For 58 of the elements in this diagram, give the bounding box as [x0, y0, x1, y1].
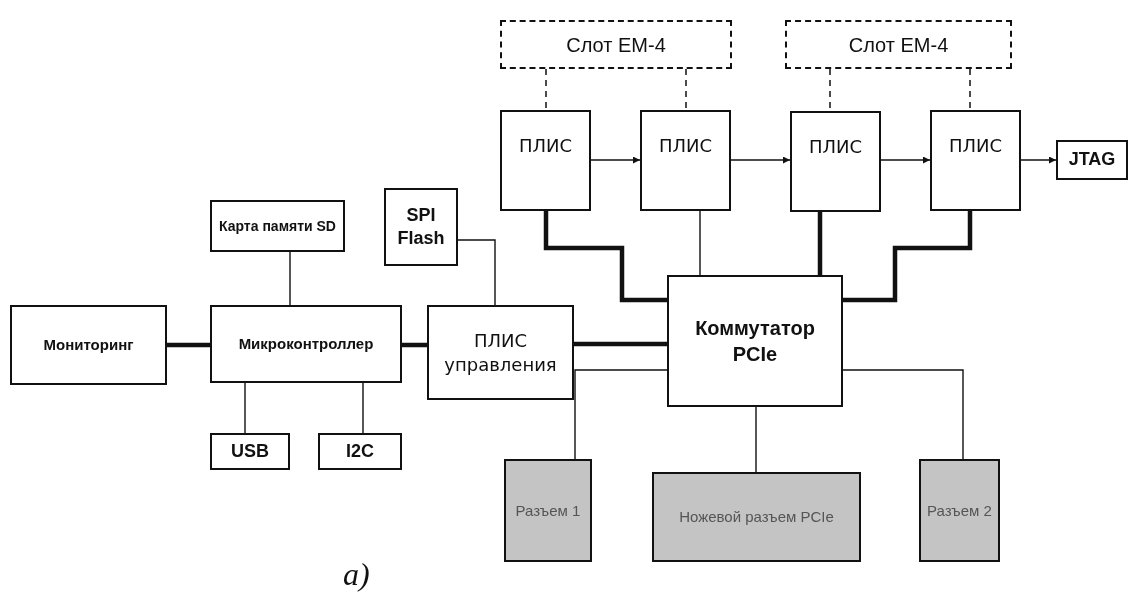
connector-line	[362, 382, 364, 434]
box-label: ПЛИС управления	[443, 329, 558, 376]
box-label: Карта памяти SD	[219, 216, 336, 236]
box-label: Разъем 1	[515, 500, 581, 521]
connector-line	[167, 342, 210, 348]
component-box	[318, 433, 402, 470]
connector-box	[919, 459, 1000, 562]
slot-box	[785, 20, 1012, 69]
connector-line	[402, 342, 427, 348]
connector-line	[755, 406, 757, 473]
box-label: Микроконтроллер	[238, 334, 374, 354]
box-label: Ножевой разъем PCIe	[679, 507, 834, 527]
connector-line	[574, 341, 667, 347]
arrow	[730, 156, 791, 164]
box-label: Слот EM-4	[566, 32, 666, 58]
connector-line	[699, 210, 701, 276]
connector-line	[543, 211, 667, 303]
box-label: JTAG	[1068, 148, 1116, 172]
fpga-box	[500, 110, 591, 211]
box-label: USB	[231, 439, 269, 463]
connector-line	[289, 251, 291, 306]
box-label: I2C	[346, 439, 374, 463]
connector-box	[652, 472, 861, 562]
arrow	[880, 156, 931, 164]
dashed-connector	[545, 68, 547, 111]
component-box	[10, 305, 167, 385]
fpga-box	[427, 305, 574, 400]
connector-line	[457, 239, 496, 306]
box-label: ПЛИС	[658, 134, 713, 158]
box-label: Мониторинг	[43, 335, 134, 355]
connector-line	[842, 369, 964, 460]
box-label: Коммутатор PCIe	[694, 316, 816, 367]
slot-box	[500, 20, 732, 69]
component-box	[384, 188, 458, 266]
dashed-connector	[685, 68, 687, 111]
arrow	[590, 156, 641, 164]
arrow	[1020, 156, 1057, 164]
component-box	[210, 433, 290, 470]
box-label: Слот EM-4	[848, 32, 949, 58]
fpga-box	[790, 111, 881, 212]
fpga-box	[930, 110, 1021, 211]
box-label: ПЛИС	[808, 135, 863, 159]
switch-box	[667, 275, 843, 407]
connector-line	[574, 369, 668, 460]
dashed-connector	[969, 68, 971, 111]
box-label: Разъем 2	[927, 500, 992, 521]
connector-box	[504, 459, 592, 562]
component-box	[210, 200, 345, 252]
figure-label: а)	[343, 556, 370, 593]
box-label: ПЛИС	[518, 134, 573, 158]
connector-line	[817, 212, 823, 275]
component-box	[1056, 140, 1128, 180]
box-label: SPI Flash	[396, 203, 446, 250]
connector-line	[244, 382, 246, 434]
component-box	[210, 305, 402, 383]
box-label: ПЛИС	[948, 134, 1003, 158]
connector-line	[843, 211, 973, 303]
fpga-box	[640, 110, 731, 211]
